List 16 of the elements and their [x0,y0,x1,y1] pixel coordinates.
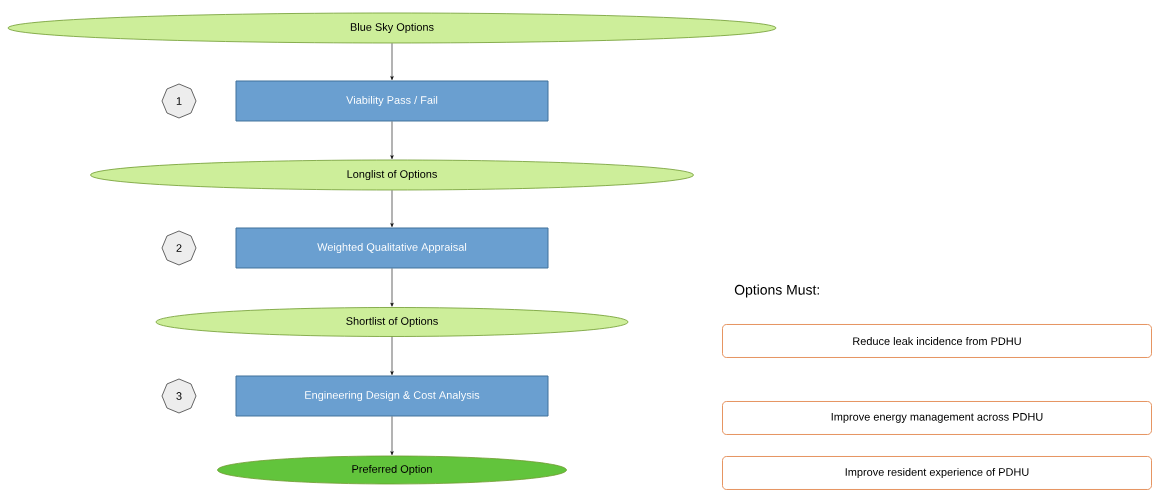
heading: Options Must: [734,284,819,298]
arrow [390,268,394,307]
step-octagon: 2 [161,230,197,266]
arrow [390,43,394,80]
step-octagon: 3 [161,378,197,414]
arrow [390,121,394,160]
arrow [390,190,394,227]
process-box: Viability Pass / Fail [235,80,549,122]
step-octagon: 1 [161,83,197,119]
requirement-box: Improve resident experience of PDHU [722,456,1152,490]
requirement-box: Improve energy management across PDHU [722,401,1152,435]
requirement-box: Reduce leak incidence from PDHU [722,324,1152,358]
arrow [390,336,394,375]
process-box: Engineering Design & Cost Analysis [235,375,549,417]
process-box: Weighted Qualitative Appraisal [235,227,549,269]
arrow [390,416,394,456]
